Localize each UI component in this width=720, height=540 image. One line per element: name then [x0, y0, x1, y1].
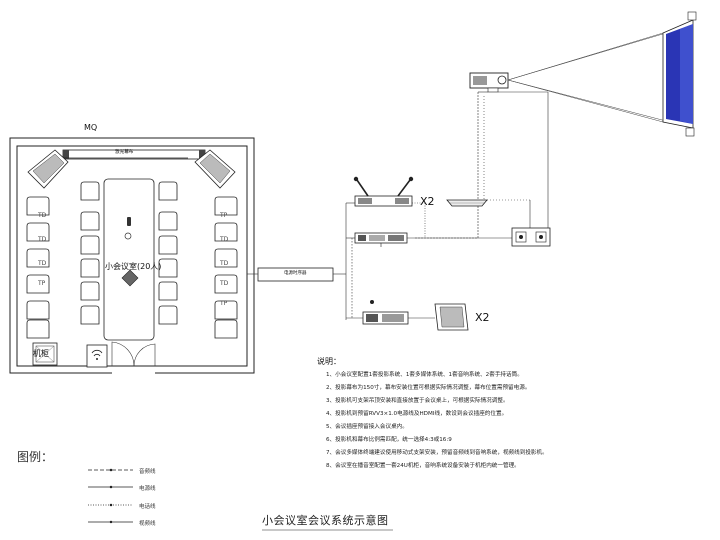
projector-icon — [469, 72, 509, 93]
table-hub-icon — [121, 269, 139, 287]
chair — [158, 305, 178, 325]
note-line: 5、会议插座预留接入会议桌内。 — [326, 424, 408, 430]
chair — [158, 281, 178, 301]
projection-screen-label: 激光幕布 — [115, 150, 134, 155]
chair — [158, 211, 178, 231]
x2-label-top: X2 — [420, 195, 435, 208]
tp-label-right-1: TP — [220, 212, 228, 219]
diagram-caption: 小会议室会议系统示意图 — [262, 514, 389, 527]
legend-item-power: 电源线 — [139, 486, 156, 492]
speaker-left-icon — [27, 149, 69, 189]
tp-label-right-4: TD — [220, 280, 229, 287]
chair — [214, 274, 238, 294]
speaker-right-icon — [194, 149, 236, 189]
chair — [26, 248, 50, 268]
table-label: 小会议室(20人) — [105, 262, 162, 271]
note-line: 3、投影机可支架吊顶安装和直接放置于会议桌上，可根据实际情况调整。 — [326, 398, 509, 404]
note-line: 2、投影幕布为150寸，幕布安装位置可根据实际情况调整，幕布位置需预留电源。 — [326, 385, 531, 391]
cabinet-label: 机柜 — [33, 349, 49, 358]
tp-label-left-2: TD — [38, 236, 47, 243]
tp-label-left-3: TD — [38, 260, 47, 267]
chair — [80, 305, 100, 325]
note-line: 1、小会议室配置1套投影系统、1套多媒体系统、1套音响系统、2套手持话筒。 — [326, 372, 523, 378]
conference-table — [103, 178, 155, 341]
chair — [80, 235, 100, 255]
room-walls — [9, 137, 255, 375]
tp-label-right-3: TD — [220, 260, 229, 267]
note-line: 6、投影机和幕布比例需匹配，统一选择4:3或16:9 — [326, 437, 452, 443]
chair — [158, 258, 178, 278]
projection-beam — [507, 24, 694, 129]
chair — [26, 196, 50, 216]
chair — [214, 222, 238, 242]
wifi-router-icon — [86, 344, 108, 368]
mq-label: MQ — [84, 123, 98, 132]
monitor-icon — [446, 199, 488, 207]
notes-title: 说明： — [317, 357, 341, 366]
legend-item-audio: 音频线 — [139, 469, 156, 475]
chair — [26, 319, 50, 339]
note-line: 4、投影机到预留RVV3×1.0电源线及HDMI线，数设到会议插座的位置。 — [326, 411, 508, 417]
power-sequencer-label: 电源时序器 — [284, 271, 307, 276]
legend-title: 图例： — [17, 450, 54, 464]
chair — [158, 181, 178, 201]
chair — [80, 181, 100, 201]
chair — [80, 258, 100, 278]
cabinet-icon — [32, 342, 58, 366]
x2-label-bottom: X2 — [475, 311, 490, 324]
chair — [214, 248, 238, 268]
signal-cables — [345, 91, 549, 320]
note-line: 7、会议多媒体终端建议使用移动式支架安装，预留音频线到音响系统，视频线到投影机。 — [326, 450, 548, 456]
tp-label-left-1: TD — [38, 212, 47, 219]
mixer-amp-icon — [354, 232, 408, 247]
chair — [158, 235, 178, 255]
legend-lines — [88, 468, 133, 524]
chair — [214, 196, 238, 216]
microphone-icon — [124, 217, 132, 240]
speaker-bottom-icon — [434, 303, 469, 331]
chair — [214, 319, 238, 339]
power-sequencer-box — [257, 267, 334, 282]
chair — [26, 222, 50, 242]
legend-item-video: 视频线 — [139, 521, 156, 527]
chair — [80, 281, 100, 301]
chair — [26, 300, 50, 320]
projection-screen-icon — [662, 11, 697, 137]
chairs — [26, 181, 238, 339]
chair — [214, 300, 238, 320]
tp-label-left-4: TP — [38, 280, 46, 287]
tp-label-right-2: TD — [220, 236, 229, 243]
note-line: 8、会议室在播音室配置一套24U机柜，音响系统设备安装于机柜内统一管理。 — [326, 463, 520, 469]
chair — [80, 211, 100, 231]
wall-socket-panel-icon — [511, 227, 551, 247]
chair — [26, 274, 50, 294]
tp-label-right-5: TP — [220, 300, 228, 307]
wireless-mic-receiver-icon — [353, 176, 414, 207]
amplifier-icon — [362, 300, 409, 325]
legend-item-phone: 电话线 — [139, 504, 156, 510]
